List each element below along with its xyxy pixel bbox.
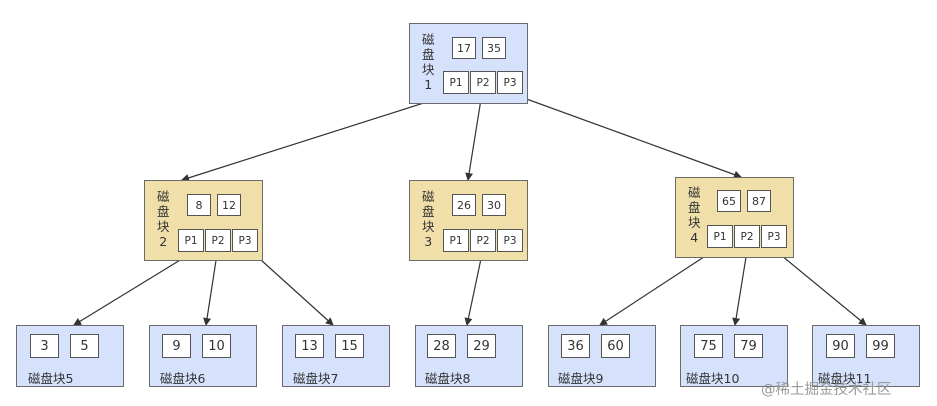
key-box: 75 — [694, 334, 723, 358]
key-box: 26 — [452, 194, 476, 216]
label-char: 盘 — [688, 200, 701, 215]
disk-block-11-label: 磁盘块11 — [818, 371, 872, 386]
label-char: 3 — [424, 234, 433, 249]
pointer-box: P3 — [497, 229, 523, 252]
disk-block-5: 3 5 磁盘块5 — [16, 325, 124, 387]
edge-root-p3-to-block4 — [509, 92, 742, 179]
pointer-box: P3 — [497, 71, 523, 94]
key-box: 65 — [717, 190, 741, 212]
pointer-box: P3 — [761, 225, 787, 248]
pointer-box: P2 — [470, 229, 496, 252]
pointer-box: P3 — [232, 229, 258, 252]
label-char: 磁 — [157, 189, 170, 204]
disk-block-11: 90 99 磁盘块11 — [812, 325, 920, 387]
key-box: 36 — [561, 334, 590, 358]
key-box: 87 — [747, 190, 771, 212]
key-box: 29 — [467, 334, 496, 358]
key-box: 35 — [482, 37, 506, 59]
key-box: 9 — [162, 334, 191, 358]
disk-block-5-label: 磁盘块5 — [28, 371, 74, 386]
disk-block-10-label: 磁盘块10 — [686, 371, 740, 386]
edge-block4-p2-to-block10 — [732, 250, 748, 326]
label-char: 盘 — [422, 47, 435, 62]
disk-block-3-label: 磁 盘 块 3 — [422, 189, 435, 249]
disk-block-7-label: 磁盘块7 — [293, 371, 339, 386]
label-char: 磁 — [422, 189, 435, 204]
label-char: 2 — [159, 234, 168, 249]
disk-block-1: 磁 盘 块 1 17 35 P1 P2 P3 — [409, 23, 528, 104]
key-box: 17 — [452, 37, 476, 59]
key-box: 60 — [601, 334, 630, 358]
disk-block-6: 9 10 磁盘块6 — [149, 325, 257, 387]
disk-block-4: 磁 盘 块 4 65 87 P1 P2 P3 — [675, 177, 794, 258]
key-box: 13 — [295, 334, 324, 358]
label-char: 4 — [690, 230, 699, 245]
disk-block-7: 13 15 磁盘块7 — [282, 325, 390, 387]
pointer-box: P1 — [178, 229, 204, 252]
label-char: 盘 — [157, 204, 170, 219]
key-box: 5 — [70, 334, 99, 358]
disk-block-6-label: 磁盘块6 — [160, 371, 206, 386]
pointer-box: P1 — [443, 229, 469, 252]
pointer-box: P2 — [205, 229, 231, 252]
label-char: 块 — [157, 219, 170, 234]
label-char: 块 — [422, 62, 435, 77]
disk-block-3: 磁 盘 块 3 26 30 P1 P2 P3 — [409, 180, 528, 261]
label-char: 块 — [422, 219, 435, 234]
edge-block3-p2-to-block8 — [464, 253, 483, 326]
key-box: 30 — [482, 194, 506, 216]
disk-block-9-label: 磁盘块9 — [558, 371, 604, 386]
pointer-box: P1 — [443, 71, 469, 94]
key-box: 10 — [202, 334, 231, 358]
disk-block-1-label: 磁 盘 块 1 — [422, 32, 435, 92]
disk-block-9: 36 60 磁盘块9 — [548, 325, 656, 387]
label-char: 盘 — [422, 204, 435, 219]
edge-block2-p2-to-block6 — [203, 253, 218, 326]
pointer-box: P2 — [470, 71, 496, 94]
key-box: 3 — [30, 334, 59, 358]
key-box: 15 — [335, 334, 364, 358]
pointer-box: P1 — [707, 225, 733, 248]
key-box: 8 — [187, 194, 211, 216]
key-box: 79 — [734, 334, 763, 358]
edge-block4-p1-to-block9 — [599, 250, 714, 326]
label-char: 磁 — [422, 32, 435, 47]
key-box: 28 — [427, 334, 456, 358]
label-char: 磁 — [688, 185, 701, 200]
edge-block2-p1-to-block5 — [73, 253, 191, 326]
edge-block4-p3-to-block11 — [775, 250, 867, 326]
key-box: 12 — [217, 194, 241, 216]
disk-block-2-label: 磁 盘 块 2 — [157, 189, 170, 249]
edge-block2-p3-to-block7 — [260, 259, 334, 326]
key-box: 99 — [866, 334, 895, 358]
pointer-box: P2 — [734, 225, 760, 248]
label-char: 块 — [688, 215, 701, 230]
label-char: 1 — [424, 77, 433, 92]
disk-block-8: 28 29 磁盘块8 — [415, 325, 523, 387]
disk-block-2: 磁 盘 块 2 8 12 P1 P2 P3 — [144, 180, 263, 261]
key-box: 90 — [826, 334, 855, 358]
edge-root-p2-to-block3 — [465, 92, 483, 181]
edge-root-p1-to-block2 — [181, 92, 456, 182]
disk-block-8-label: 磁盘块8 — [425, 371, 471, 386]
watermark: @稀土掘金技术社区 — [761, 382, 892, 398]
disk-block-10: 75 79 磁盘块10 — [680, 325, 788, 387]
disk-block-4-label: 磁 盘 块 4 — [688, 185, 701, 245]
